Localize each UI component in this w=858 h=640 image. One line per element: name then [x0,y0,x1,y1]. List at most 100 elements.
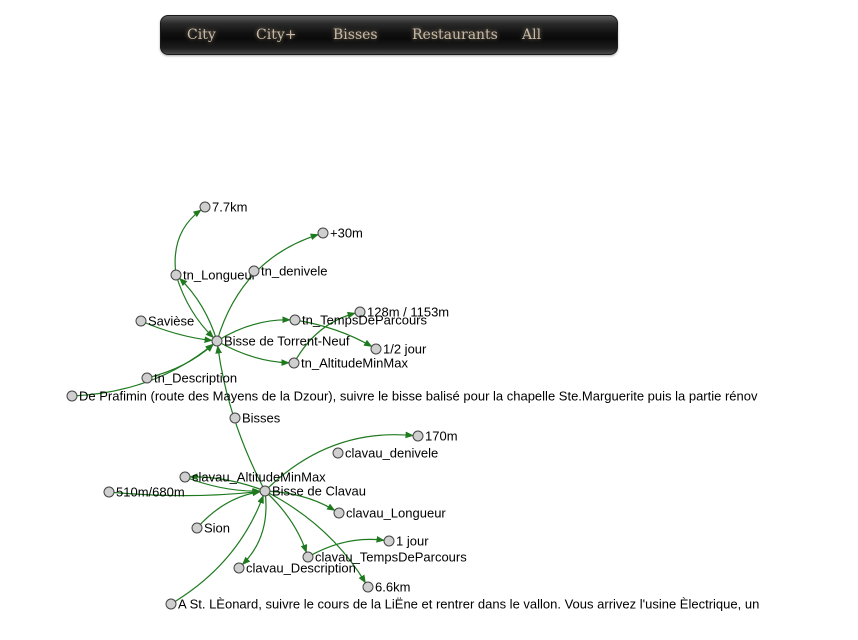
graph-node[interactable]: De Prafimin (route des Mayens de la Dzou… [66,389,758,404]
node-label: 170m [425,429,458,444]
edge-saviese-to-bisse_tn [140,320,213,344]
node-label: clavau_AltitudeMinMax [192,470,326,485]
node-circle[interactable] [288,357,300,369]
node-label: 1/2 jour [383,342,427,357]
graph-node[interactable]: clavau_Description [233,561,356,576]
graph-node[interactable]: 170m [412,429,458,444]
node-label: clavau_denivele [345,446,438,461]
nav-link-city-plus[interactable]: City+ [256,27,297,43]
nav-link-restaurants[interactable]: Restaurants [412,27,498,43]
node-label: 510m/680m [116,485,185,500]
node-circle[interactable] [248,265,260,277]
node-circle[interactable] [289,314,301,326]
node-label: clavau_TempsDeParcours [315,550,467,565]
graph-node[interactable]: A St. LÈonard, suivre le cours de la LiË… [165,597,759,612]
node-label: 7.7km [212,200,247,215]
node-label: clavau_Longueur [346,506,446,521]
graph-node[interactable]: Bisses [229,411,281,426]
graph-node[interactable]: tn_AltitudeMinMax [288,356,408,371]
node-label: tn_TempsDeParcours [302,313,427,328]
edge-clavau_temps-to-1jour [307,536,385,558]
edge-bisse_clavau-to-clavau_description [241,490,267,566]
node-label: 128m / 1153m [367,305,449,320]
node-label: Savièse [148,314,194,329]
graph-node[interactable]: 128m / 1153m [354,305,449,320]
edge-tn_altitude-to-128m [293,311,356,364]
node-label: +30m [330,226,363,241]
edge-sion-to-bisse_clavau [196,489,261,529]
graph-node[interactable]: 7.7km [199,200,247,215]
node-circle[interactable] [302,551,314,563]
node-label: clavau_Description [246,561,356,576]
node-circle[interactable] [370,343,382,355]
node-circle[interactable] [333,507,345,519]
node-label: Bisses [242,411,281,426]
edge-510m-to-bisse_clavau [108,489,261,497]
node-circle[interactable] [412,430,424,442]
nav-link-city[interactable]: City [187,27,216,43]
node-circle[interactable] [233,562,245,574]
edge-bisse_clavau-to-66km [264,490,366,584]
edges-layer [71,209,414,605]
node-circle[interactable] [165,598,177,610]
graph-node[interactable]: +30m [317,226,363,241]
edge-tn_longueur-to-77km [174,209,202,276]
node-circle[interactable] [191,522,203,534]
edge-bisse_tn-to-tn_temps [216,316,291,342]
graph-node[interactable]: Bisse de Torrent-Neuf [211,334,350,349]
node-circle[interactable] [354,306,366,318]
graph-node[interactable]: 6.6km [362,580,410,595]
node-label: A St. LÈonard, suivre le cours de la LiË… [178,597,759,612]
node-circle[interactable] [199,201,211,213]
node-circle[interactable] [317,227,329,239]
graph-node[interactable]: 1 jour [383,534,429,549]
graph-node[interactable]: Bisse de Clavau [259,484,366,499]
graph-node[interactable]: 510m/680m [103,485,185,500]
node-circle[interactable] [211,335,223,347]
graph-node[interactable]: clavau_Longueur [333,506,446,521]
node-label: Bisse de Clavau [272,484,366,499]
node-circle[interactable] [179,471,191,483]
edge-bisse_clavau-to-clavau_temps [264,490,308,554]
nodes-layer: 7.7km +30m tn_Longueur tn_denivele 128m / 11… [66,200,759,612]
graph-node[interactable]: clavau_AltitudeMinMax [179,470,326,485]
node-label: De Prafimin (route des Mayens de la Dzou… [79,389,758,404]
graph-node[interactable]: tn_denivele [248,264,328,279]
graph-node[interactable]: Savièse [135,314,194,329]
node-circle[interactable] [170,269,182,281]
edge-tn_longueur-to-bisse_tn [175,274,214,339]
node-circle[interactable] [135,315,147,327]
graph-node[interactable]: tn_TempsDeParcours [289,313,427,328]
node-circle[interactable] [103,486,115,498]
edge-stleonard-to-bisse_clavau [170,494,264,605]
graph-node[interactable]: clavau_TempsDeParcours [302,550,467,565]
node-circle[interactable] [229,412,241,424]
node-circle[interactable] [141,372,153,384]
graph-node[interactable]: 1/2 jour [370,342,427,357]
graph-node[interactable]: tn_Description [141,371,237,386]
node-circle[interactable] [259,485,271,497]
node-circle[interactable] [362,581,374,593]
nav-link-bisses[interactable]: Bisses [333,27,378,43]
edge-bisse_tn-to-tn_longueur [179,277,218,342]
node-circle[interactable] [383,535,395,547]
edge-bisse_clavau-to-170m [264,431,414,492]
nav-link-all[interactable]: All [522,27,542,43]
node-label: Bisse de Torrent-Neuf [224,334,350,349]
graph-node[interactable]: Sion [191,521,230,536]
node-label: tn_AltitudeMinMax [301,356,408,371]
edge-bisse_clavau-to-clavau_longueur [264,490,336,511]
graph-node[interactable]: tn_Longueur [170,268,257,283]
node-label: tn_Longueur [183,268,257,283]
node-circle[interactable] [66,390,78,402]
category-navbar: City City+ Bisses Restaurants All [160,15,618,55]
graph-node[interactable]: clavau_denivele [332,446,438,461]
node-label: 1 jour [396,534,429,549]
node-circle[interactable] [332,447,344,459]
node-label: Sion [204,521,230,536]
node-label: 6.6km [375,580,410,595]
node-label: tn_Description [154,371,237,386]
edge-bisse_tn-to-tn_altitude [216,340,290,366]
node-label: tn_denivele [261,264,328,279]
